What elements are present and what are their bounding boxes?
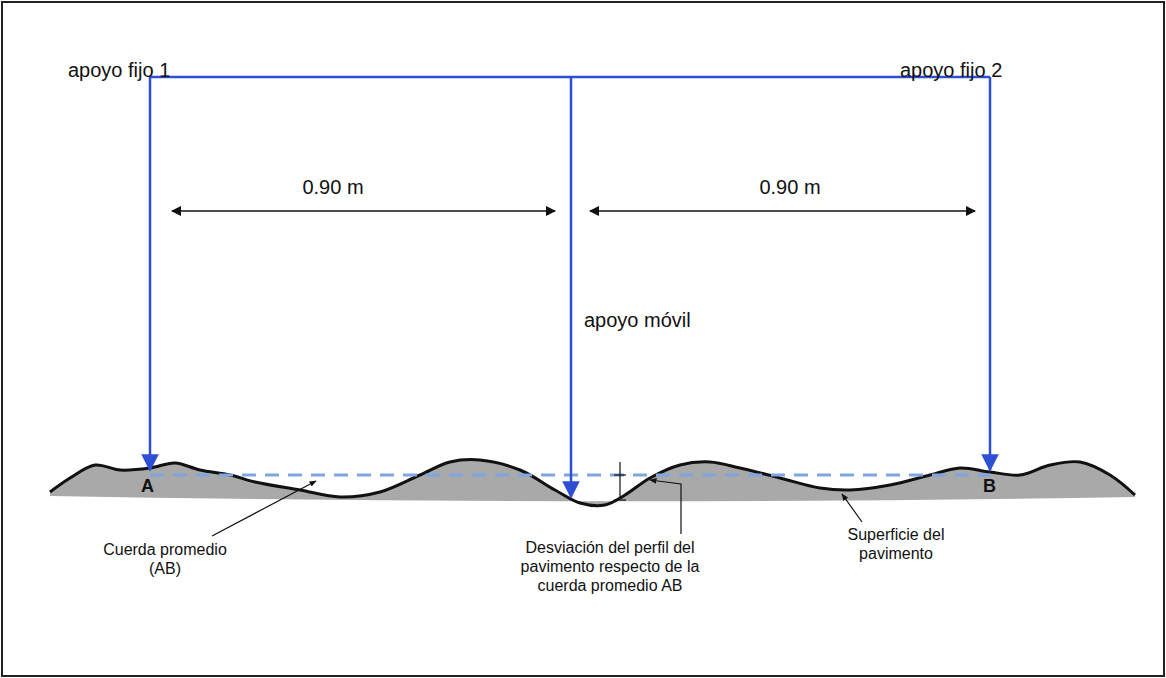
dimension-lines (172, 210, 975, 212)
support-label: apoyo fijo 2 (900, 58, 1070, 82)
dimension-label: 0.90 m (730, 175, 850, 199)
point-label: A (141, 476, 171, 498)
callout-label: Desviación del perfil del pavimento resp… (500, 538, 720, 596)
support-label: apoyo móvil (584, 308, 754, 332)
callout-label: Superficie del pavimento (826, 525, 966, 563)
callout-label: Cuerda promedio (AB) (95, 540, 235, 578)
leader-lines (212, 480, 862, 536)
pavement-body (50, 460, 1135, 506)
deviation-marker (614, 462, 626, 500)
pavement-surface (50, 460, 1135, 506)
dimension-label: 0.90 m (273, 175, 393, 199)
support-frame (150, 77, 990, 497)
pavement (50, 460, 1135, 506)
support-label: apoyo fijo 1 (68, 58, 238, 82)
point-label: B (983, 476, 1013, 498)
